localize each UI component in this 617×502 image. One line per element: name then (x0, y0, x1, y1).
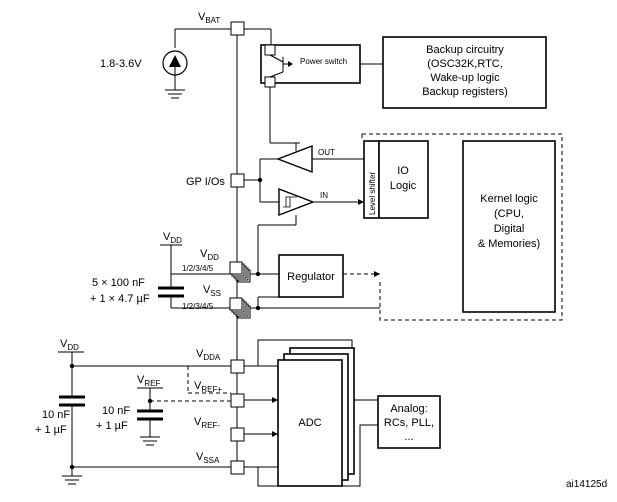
vref-minus-pin (230, 427, 245, 442)
vdd-pins-label: 1/2/3/4/5 (182, 264, 214, 273)
figure-id: ai14125d (566, 479, 607, 490)
adc-label: ADC (298, 417, 321, 429)
backup-line-3: Wake-up logic (430, 72, 500, 84)
vbat-label: VBAT (198, 11, 220, 25)
out-label: OUT (318, 148, 335, 157)
svg-text:VDDA: VDDA (196, 348, 221, 362)
vssa-pin-label: VSSA (196, 451, 220, 465)
backup-line-1: Backup circuitry (426, 44, 504, 56)
regulator-box (278, 254, 344, 298)
vref-capacitor-icon (137, 409, 163, 446)
vss-pins-label: 1/2/3/4/5 (182, 302, 214, 311)
analog-line-3: ... (404, 431, 413, 443)
kernel-line-3: Digital (494, 223, 525, 235)
vdd-analog-supply-label: VDD (60, 338, 79, 352)
io-logic-box (378, 140, 429, 219)
adc-box-front (277, 359, 343, 487)
vss-pin-label: VSS (203, 284, 221, 298)
caps-analog-line-1: 10 nF (42, 409, 70, 421)
svg-text:VDD: VDD (60, 338, 79, 352)
kernel-line-4: & Memories) (478, 238, 540, 250)
gp-io-pin (230, 173, 245, 188)
svg-text:VREF-: VREF- (194, 416, 220, 430)
vdd-supply-label: VDD (163, 231, 182, 245)
main-capacitor-icon (158, 274, 184, 308)
level-shifter-label: Level shifter (368, 172, 377, 215)
caps-vref-line-2: + 1 µF (96, 420, 128, 432)
kernel-logic-box (462, 140, 556, 313)
power-switch-label: Power switch (300, 57, 347, 66)
vbat-pin (230, 21, 245, 36)
caps-vref-line-1: 10 nF (102, 405, 130, 417)
svg-text:VSSA: VSSA (196, 451, 220, 465)
battery-voltage-label: 1.8-3.6V (100, 58, 142, 70)
input-buffer-icon (278, 187, 315, 217)
svg-text:VBAT: VBAT (198, 11, 220, 25)
svg-text:VREF: VREF (137, 374, 160, 388)
analog-box (377, 395, 441, 449)
vref-supply-label: VREF (137, 374, 160, 388)
io-logic-line-1: IO (397, 165, 409, 177)
caps-analog-line-2: + 1 µF (35, 424, 67, 436)
vref-plus-pin-label: VREF+ (194, 380, 222, 394)
in-label: IN (320, 191, 328, 200)
vref-minus-pin-label: VREF- (194, 416, 220, 430)
analog-ground-icon (62, 475, 82, 485)
svg-text:VSS: VSS (203, 284, 221, 298)
ground-icon (165, 89, 185, 99)
vssa-pin (230, 460, 245, 475)
vref-plus-pin (230, 393, 245, 408)
regulator-label: Regulator (287, 271, 335, 283)
kernel-line-2: (CPU, (494, 208, 524, 220)
caps-main-line-2: + 1 × 4.7 µF (90, 293, 150, 305)
gp-ios-label: GP I/Os (186, 176, 225, 188)
svg-text:VDD: VDD (200, 248, 219, 262)
vdd-pin-label: VDD (200, 248, 219, 262)
analog-line-1: Analog: (390, 403, 427, 415)
vdda-pin-label: VDDA (196, 348, 221, 362)
io-logic-line-2: Logic (390, 180, 417, 192)
vss-pin-stack (229, 297, 251, 319)
analog-line-2: RCs, PLL, (384, 417, 434, 429)
svg-text:VDD: VDD (163, 231, 182, 245)
backup-line-2: (OSC32K,RTC, (427, 58, 503, 70)
svg-text:VREF+: VREF+ (194, 380, 222, 394)
vdd-pin-stack (229, 261, 251, 283)
vdda-pin (230, 359, 245, 374)
output-buffer-icon (276, 144, 313, 174)
battery-source-icon (162, 50, 188, 76)
core-domain-outline (362, 133, 563, 321)
analog-capacitor-icon (59, 395, 85, 467)
kernel-line-1: Kernel logic (480, 193, 538, 205)
backup-line-4: Backup registers) (422, 86, 508, 98)
caps-main-line-1: 5 × 100 nF (92, 277, 145, 289)
backup-circuitry-box (382, 36, 547, 109)
